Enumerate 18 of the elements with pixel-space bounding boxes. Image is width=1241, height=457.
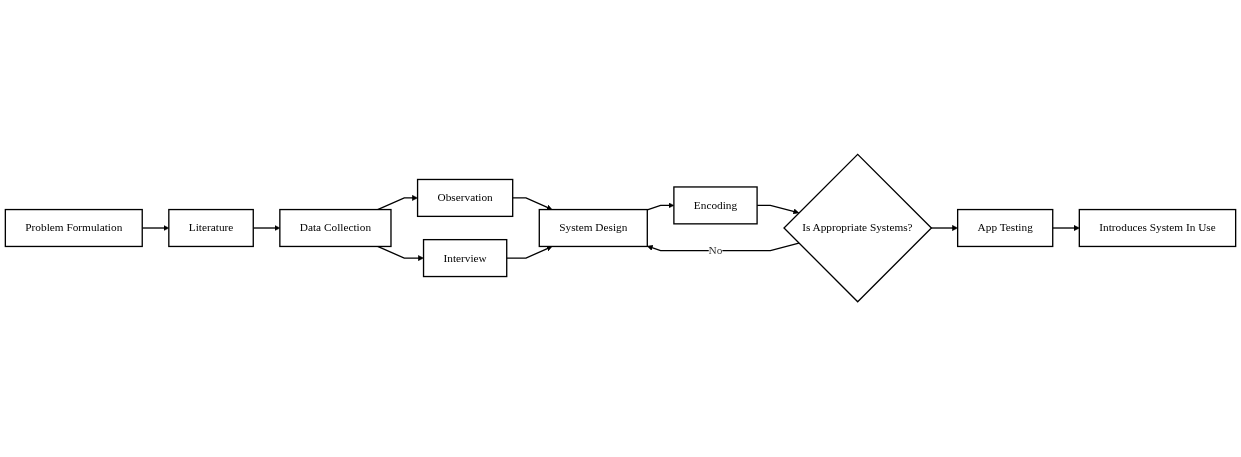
node-box: Data Collection	[279, 209, 392, 248]
arrow	[1052, 225, 1080, 232]
edge-label: No	[708, 244, 723, 258]
node-box: Literature	[168, 209, 254, 248]
node-box: Interview	[422, 239, 508, 278]
arrow	[512, 197, 553, 211]
node-box: Problem Formulation	[4, 209, 143, 248]
arrow	[930, 225, 958, 232]
arrow	[506, 246, 553, 260]
node-box: Introduces System In Use	[1078, 209, 1237, 248]
node-box: Encoding	[673, 186, 758, 225]
node-box: Observation	[416, 179, 514, 218]
arrow	[377, 246, 424, 262]
arrow	[377, 195, 418, 211]
node-diamond: Is Appropriate Systems?	[783, 153, 933, 304]
arrow	[647, 243, 800, 252]
node-box: System Design	[538, 209, 648, 248]
node-box: App Testing	[957, 209, 1054, 248]
